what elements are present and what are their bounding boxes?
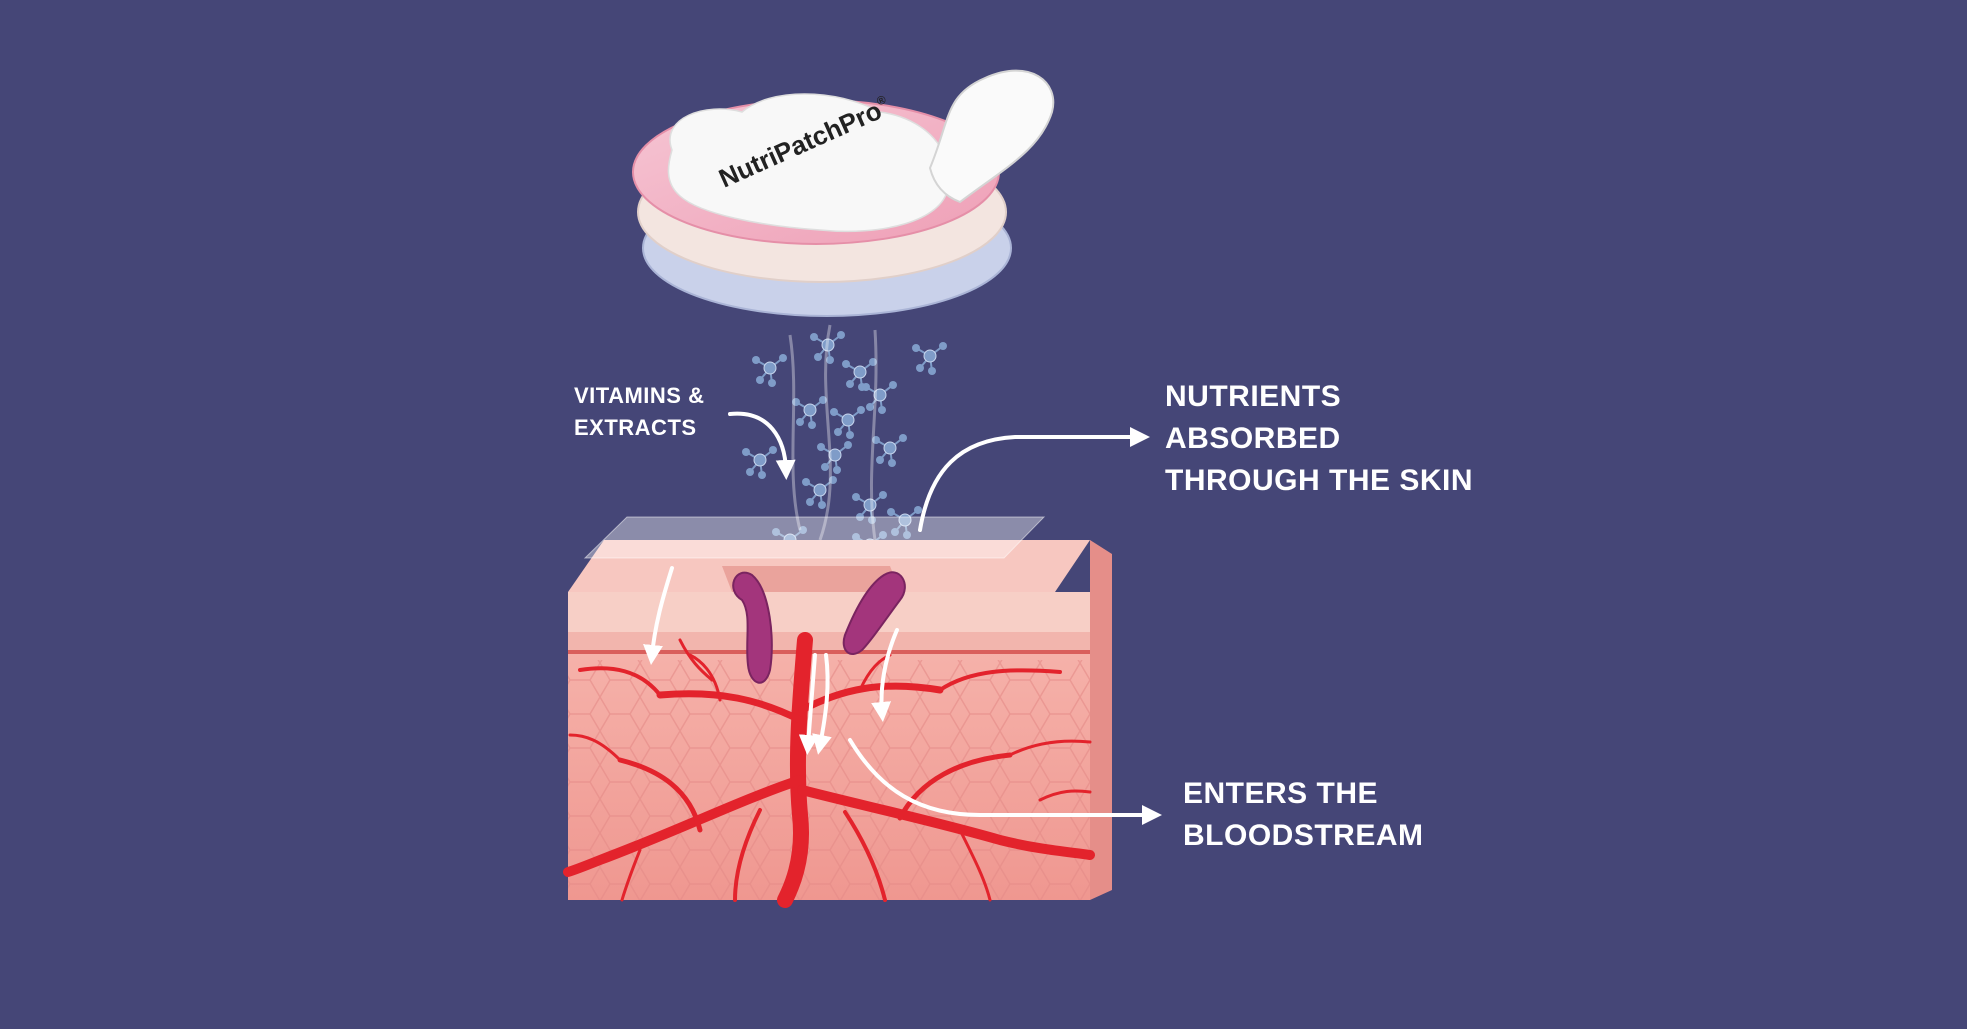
label-nutrients-absorbed: NUTRIENTS ABSORBED THROUGH THE SKIN [1165,376,1473,502]
arrow-vitamins [728,411,796,480]
epidermis-lower [568,632,1090,652]
molecule-4 [912,342,947,375]
sebaceous-gland-right [842,571,906,655]
molecule-8 [742,446,777,479]
skin-cross-section [563,516,1112,908]
vessel-branch-2 [897,752,1013,821]
label-vitamins-line-2: EXTRACTS [574,415,697,440]
arrow-down-center-1 [798,653,819,755]
label-absorbed-line-2: ABSORBED [1165,422,1341,455]
trail-2 [869,329,878,541]
vessel-branch-8 [1008,739,1092,757]
vessel-branch-1 [617,757,703,833]
arrow-into-skin-left [643,566,674,665]
vessel-main-right [797,785,1095,860]
flow-arrows [643,411,1162,825]
vessel-branch-5 [688,653,722,702]
molecule-12 [852,491,887,524]
molecule-5 [792,396,827,429]
skin-side-face [1090,540,1112,900]
vessel-upper-right [798,682,944,714]
label-blood-line-2: BLOODSTREAM [1183,819,1424,852]
vessel-branch-14 [1038,789,1092,802]
label-blood-line-1: ENTERS THE [1183,777,1379,810]
trail-1 [818,324,832,541]
follicle-opening [722,566,900,592]
vessel-main-left [563,775,805,877]
vessel-branch-12 [958,828,992,902]
patch-stack: NutriPatchPro® [632,69,1055,317]
peel-tab [928,69,1055,204]
label-absorbed-line-3: THROUGH THE SKIN [1165,464,1473,497]
molecule-15 [887,506,922,539]
vessel-branch-3 [578,666,662,697]
vessel-branch-11 [620,848,642,902]
molecule-2 [810,331,845,364]
molecule-3 [842,358,877,391]
label-vitamins-extracts: VITAMINS & EXTRACTS [574,380,704,444]
vessel-branch-10 [843,810,887,902]
arrow-bloodstream [848,738,1162,825]
label-absorbed-line-1: NUTRIENTS [1165,380,1342,413]
trail-3 [788,334,802,531]
molecule-6 [830,406,865,439]
epidermis-layer [568,592,1090,632]
molecule-9 [817,441,852,474]
blood-vessel-network [563,632,1095,908]
sebaceous-gland-left [732,571,773,684]
vessel-main-trunk [777,632,813,908]
molecule-11 [802,476,837,509]
arrow-down-right [871,628,899,722]
vessel-branch-7 [568,733,622,762]
vessel-upper-left [656,690,804,724]
vessel-branch-4 [938,668,1062,692]
molecule-7 [862,381,897,414]
arrow-down-center-2 [812,653,832,755]
vessel-branch-9 [733,808,762,902]
label-vitamins-line-1: VITAMINS & [574,383,705,408]
label-enters-bloodstream: ENTERS THE BLOODSTREAM [1183,773,1424,857]
absorption-trails [788,324,878,541]
patch-film [583,516,1046,559]
molecule-10 [872,434,907,467]
arrow-absorbed [918,427,1150,532]
molecule-1 [752,354,787,387]
vessel-branch-13 [678,638,714,682]
